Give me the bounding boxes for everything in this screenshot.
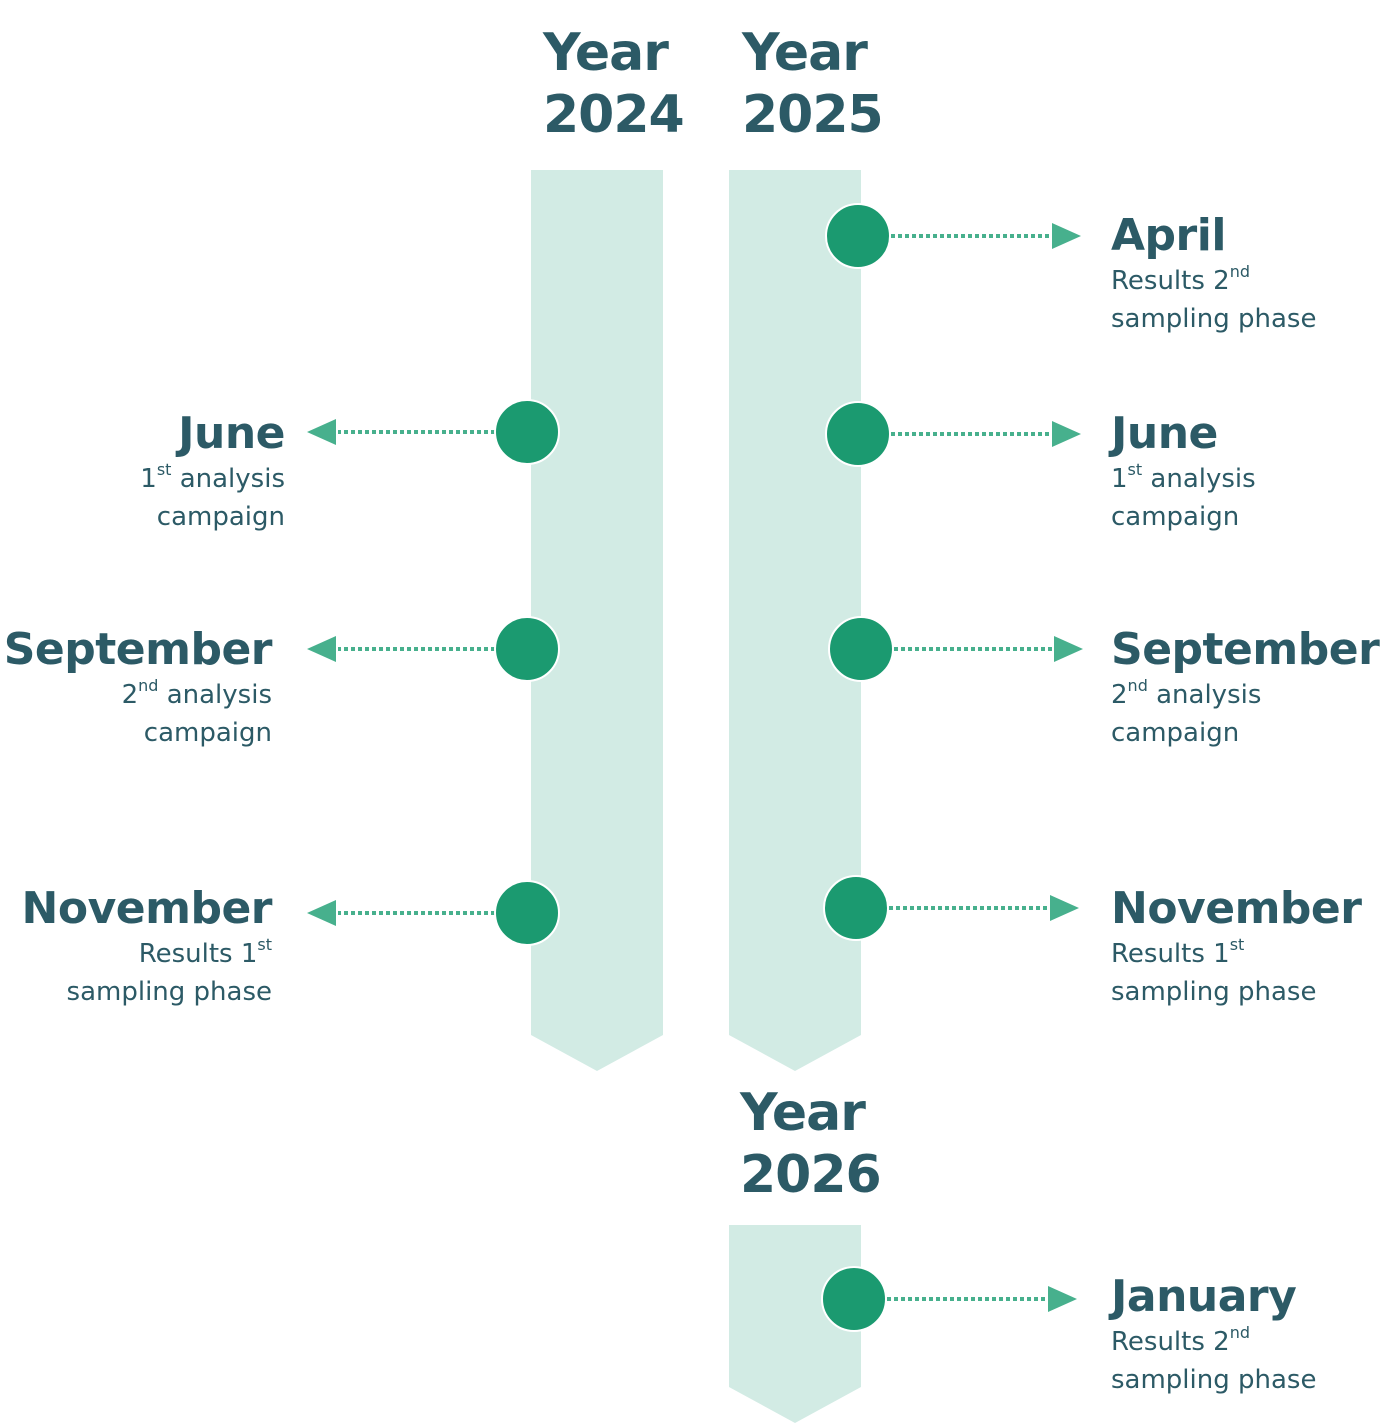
timeline-dot: [821, 1266, 887, 1332]
band-2024: [531, 170, 663, 1071]
marker-2024-november: [307, 880, 560, 946]
timeline-dot: [825, 401, 891, 467]
timeline-dot: [825, 203, 891, 269]
event-2025-april: April Results 2nd sampling phase: [1111, 210, 1316, 338]
marker-2025-june: [825, 401, 1081, 467]
arrow-right-icon: [1054, 636, 1083, 662]
year-word: Year: [740, 1083, 866, 1143]
event-2026-january: January Results 2nd sampling phase: [1111, 1271, 1316, 1399]
marker-2026-january: [821, 1266, 1077, 1332]
event-2024-june: June 1st analysis campaign: [140, 408, 285, 536]
event-month: November: [1111, 883, 1362, 934]
event-description-line2: sampling phase: [1111, 1365, 1317, 1395]
event-month: September: [3, 624, 273, 675]
marker-2024-september: [307, 616, 560, 682]
band-2025: [729, 170, 861, 1071]
event-description-line2: campaign: [156, 502, 285, 532]
event-2024-november: November Results 1st sampling phase: [21, 883, 273, 1011]
arrow-right-icon: [1050, 895, 1079, 921]
event-2025-september: September 2nd analysis campaign: [1111, 624, 1380, 752]
marker-2025-september: [828, 616, 1083, 682]
event-month: June: [178, 408, 285, 459]
marker-2025-november: [823, 875, 1079, 941]
event-description-line2: sampling phase: [66, 977, 272, 1007]
event-description-line2: campaign: [1111, 502, 1240, 532]
year-number: 2026: [740, 1145, 882, 1205]
event-description-line1: Results 2nd: [1111, 262, 1250, 297]
event-month: April: [1111, 210, 1226, 261]
event-month: November: [21, 883, 273, 934]
event-2024-september: September 2nd analysis campaign: [3, 624, 273, 752]
event-description-line1: Results 2nd: [1111, 1323, 1250, 1358]
arrow-right-icon: [1052, 421, 1081, 447]
timeline-dot: [823, 875, 889, 941]
year-word: Year: [742, 23, 868, 83]
event-month: September: [1111, 624, 1380, 675]
timeline-dot: [494, 616, 560, 682]
event-description-line1: 1st analysis: [1111, 460, 1256, 495]
timeline-dot: [494, 399, 560, 465]
event-description-line1: Results 1st: [138, 935, 272, 970]
marker-2025-april: [825, 203, 1081, 269]
arrow-left-icon: [307, 900, 336, 926]
event-2025-june: June 1st analysis campaign: [1111, 408, 1256, 536]
marker-2024-june: [307, 399, 560, 465]
arrow-right-icon: [1048, 1286, 1077, 1312]
arrow-right-icon: [1052, 223, 1081, 249]
timeline-dot: [494, 880, 560, 946]
arrow-left-icon: [307, 419, 336, 445]
event-description-line2: campaign: [143, 718, 272, 748]
event-description-line1: 1st analysis: [140, 460, 285, 495]
event-2025-november: November Results 1st sampling phase: [1111, 883, 1362, 1011]
event-month: January: [1111, 1271, 1297, 1322]
event-description-line2: sampling phase: [1111, 977, 1317, 1007]
event-description-line1: 2nd analysis: [121, 676, 272, 711]
year-word: Year: [543, 23, 669, 83]
event-description-line2: sampling phase: [1111, 304, 1317, 334]
timeline-dot: [828, 616, 894, 682]
year-heading-2026: Year 2026: [740, 1082, 882, 1206]
band-2026: [729, 1225, 861, 1423]
event-month: June: [1111, 408, 1218, 459]
event-description-line2: campaign: [1111, 718, 1240, 748]
event-description-line1: 2nd analysis: [1111, 676, 1262, 711]
arrow-left-icon: [307, 636, 336, 662]
year-heading-2025: Year 2025: [742, 22, 884, 146]
year-heading-2024: Year 2024: [543, 22, 685, 146]
event-description-line1: Results 1st: [1111, 935, 1245, 970]
year-number: 2025: [742, 85, 884, 145]
year-number: 2024: [543, 85, 685, 145]
